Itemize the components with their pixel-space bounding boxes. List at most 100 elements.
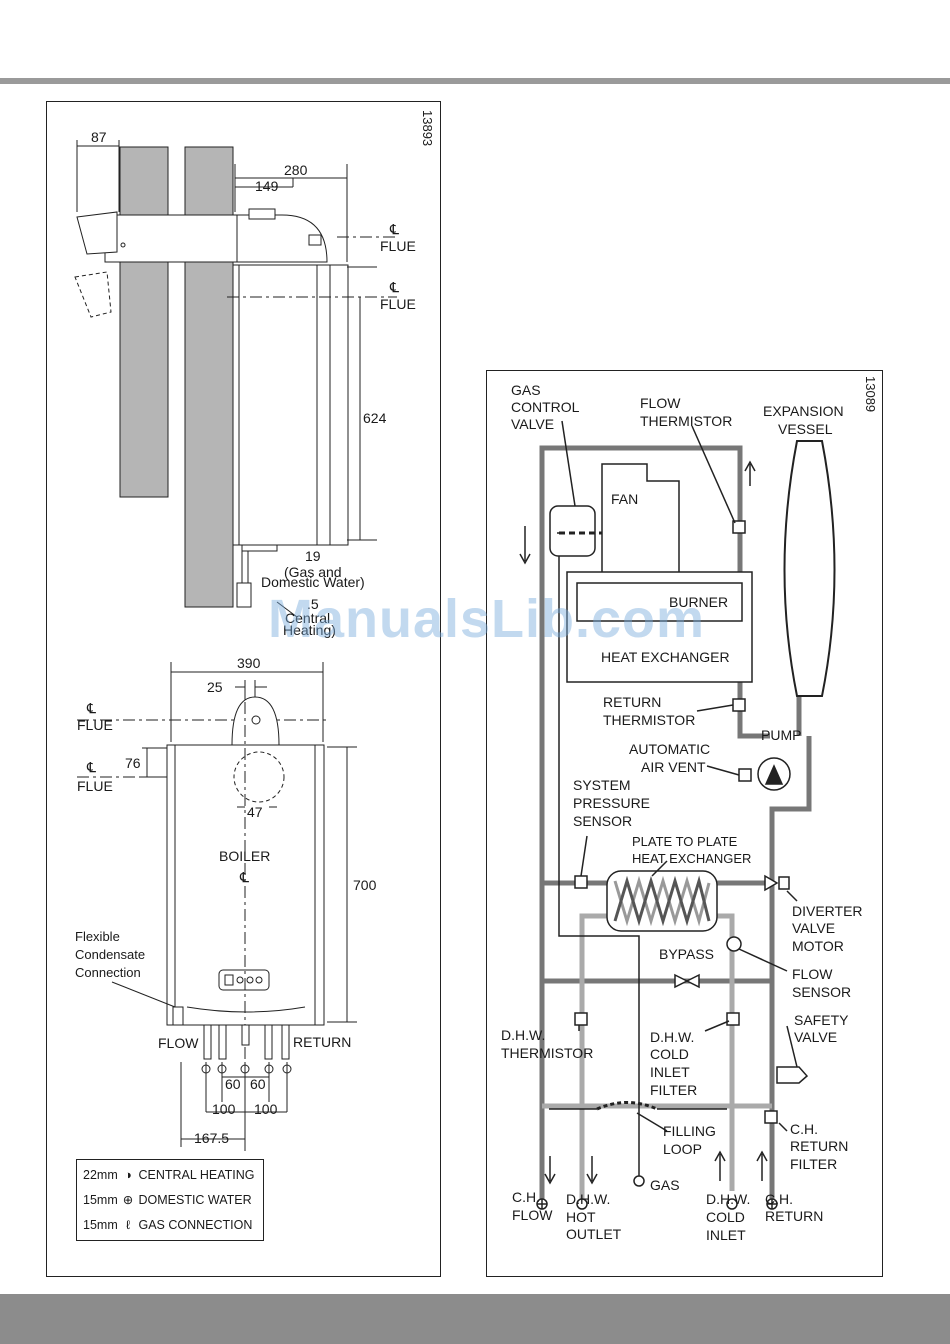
dhw-hot-label-2: HOT [566,1209,596,1225]
gas-connection-icon: ℓ [125,1218,131,1232]
system-schematic-panel: 13089 GAS CONTROL VALVE FLOW THERMISTOR … [486,370,883,1277]
dhw-thermistor-label-2: THERMISTOR [501,1045,593,1061]
dim-25: 25 [207,679,223,695]
dhw-cold-label-3: INLET [706,1227,746,1243]
system-pressure-label-1: SYSTEM [573,777,631,793]
centreline-symbol: ℄ [239,869,249,885]
system-schematic-drawing: 13089 GAS CONTROL VALVE FLOW THERMISTOR … [501,376,878,1243]
connection-label: Connection [75,965,141,980]
centreline-symbol: ℄ [86,700,96,716]
dim-624: 624 [363,410,387,426]
flow-label: FLOW [158,1035,199,1051]
ch-return-label-2: RETURN [765,1208,823,1224]
boiler-label: BOILER [219,848,270,864]
dim-87: 87 [91,129,107,145]
cold-inlet-filter-label-4: FILTER [650,1082,697,1098]
dim-19: 19 [305,548,321,564]
safety-valve-label-2: VALVE [794,1029,837,1045]
legend-row-domestic-water: 15mm⊕ DOMESTIC WATER [83,1193,252,1207]
dim-60-a: 60 [225,1076,241,1092]
air-vent-label-2: AIR VENT [641,759,706,775]
dim-100-b: 100 [254,1101,278,1117]
system-pressure-label-2: PRESSURE [573,795,650,811]
flow-sensor-label-2: SENSOR [792,984,851,1000]
dim-280: 280 [284,162,308,178]
watermark: ManualsLib.com [268,589,706,649]
centreline-symbol: ℄ [389,279,399,295]
air-vent-label-1: AUTOMATIC [629,741,710,757]
return-thermistor-label-1: RETURN [603,694,661,710]
expansion-vessel-label-2: VESSEL [778,421,833,437]
bypass-label: BYPASS [659,946,714,962]
centreline-symbol: ℄ [389,221,399,237]
domestic-water-label: Domestic Water) [261,574,365,590]
bottom-rule [0,1294,950,1344]
gas-control-label-1: GAS [511,382,541,398]
flow-thermistor-label-1: FLOW [640,395,681,411]
filling-loop-label-2: LOOP [663,1141,702,1157]
filling-loop-label-1: FILLING [663,1123,716,1139]
centreline-symbol: ℄ [86,759,96,775]
dim-100-a: 100 [212,1101,236,1117]
gas-control-label-3: VALVE [511,416,554,432]
gas-and-label: (Gas and [284,564,342,580]
dim-167-5: 167.5 [194,1130,229,1146]
heat-exchanger-label: HEAT EXCHANGER [601,649,730,665]
dim-5: .5 [307,596,319,612]
dhw-hot-label-3: OUTLET [566,1226,622,1242]
ch-return-filter-label-3: FILTER [790,1156,837,1172]
pipe-legend: 22mm◑ CENTRAL HEATING 15mm⊕ DOMESTIC WAT… [76,1159,264,1241]
domestic-water-icon: ⊕ [122,1193,134,1207]
dhw-hot-label-1: D.H.W. [566,1191,610,1207]
dim-700: 700 [353,877,377,893]
cold-inlet-filter-label-2: COLD [650,1046,689,1062]
figure-id-left: 13893 [420,110,435,146]
cold-inlet-filter-label-1: D.H.W. [650,1029,694,1045]
diverter-label-2: VALVE [792,920,835,936]
installation-dimensions-drawing: 13893 87 280 149 ℄ FLUE ℄ FLUE 624 19 (G… [74,110,435,1152]
flue-label-4: FLUE [77,778,113,794]
safety-valve-label-1: SAFETY [794,1012,849,1028]
flexible-label: Flexible [75,929,120,944]
ch-return-filter-label-1: C.H. [790,1121,818,1137]
gas-outlet-label: GAS [650,1177,680,1193]
return-label: RETURN [293,1034,351,1050]
dhw-cold-label-1: D.H.W. [706,1191,750,1207]
system-pressure-label-3: SENSOR [573,813,632,829]
plate-heat-exchanger-label-2: HEAT EXCHANGER [632,851,751,866]
dhw-thermistor-label-1: D.H.W. [501,1027,545,1043]
burner-label: BURNER [669,594,728,610]
flow-thermistor-label-2: THERMISTOR [640,413,732,429]
dim-47: 47 [247,804,263,820]
figure-id-right: 13089 [863,376,878,412]
installation-dimensions-panel: 13893 87 280 149 ℄ FLUE ℄ FLUE 624 19 (G… [46,101,441,1277]
dim-76: 76 [125,755,141,771]
expansion-vessel-label-1: EXPANSION [763,403,844,419]
ch-flow-label-1: C.H. [512,1189,540,1205]
central-label: Central [285,610,330,626]
dhw-cold-label-2: COLD [706,1209,745,1225]
legend-row-central-heating: 22mm◑ CENTRAL HEATING [83,1168,255,1182]
dim-390: 390 [237,655,261,671]
flue-label-2: FLUE [380,296,416,312]
flue-label-3: FLUE [77,717,113,733]
cold-inlet-filter-label-3: INLET [650,1064,690,1080]
plate-heat-exchanger-label-1: PLATE TO PLATE [632,834,738,849]
dim-149: 149 [255,178,279,194]
flue-label-1: FLUE [380,238,416,254]
central-heating-icon: ◑ [124,1168,132,1182]
top-rule [0,78,950,84]
diverter-label-1: DIVERTER [792,903,863,919]
ch-return-label-1: C.H. [765,1191,793,1207]
diverter-label-3: MOTOR [792,938,844,954]
condensate-label: Condensate [75,947,145,962]
fan-label: FAN [611,491,638,507]
ch-flow-label-2: FLOW [512,1207,553,1223]
return-thermistor-label-2: THERMISTOR [603,712,695,728]
ch-return-filter-label-2: RETURN [790,1138,848,1154]
gas-control-label-2: CONTROL [511,399,580,415]
flow-sensor-label-1: FLOW [792,966,833,982]
heating-label: Heating) [283,622,336,638]
pump-label: PUMP [761,727,801,743]
